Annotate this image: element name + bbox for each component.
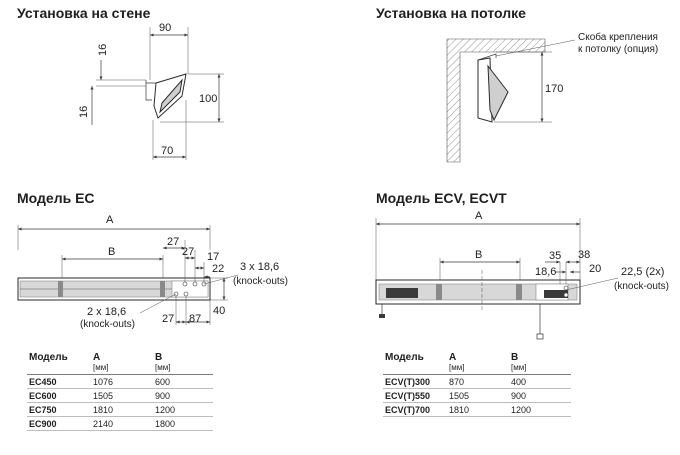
ec-dim-17: 17: [207, 251, 219, 263]
ecv-header-a: A [мм]: [447, 352, 509, 375]
ec-dim-40: 40: [213, 305, 225, 317]
ecv-dim-38: 38: [578, 249, 590, 261]
ec-knockouts-2-sub: (knock-outs): [80, 319, 135, 330]
ec-row-model: EC450: [27, 374, 91, 389]
ec-dim-27b: 27: [182, 246, 194, 258]
ecv-header-a-unit: [мм]: [449, 363, 465, 372]
ec-table-header: Модель A [мм] B [мм]: [27, 352, 213, 375]
ecv-dim-a: A: [475, 210, 483, 222]
ceiling-dim-170: 170: [545, 83, 563, 95]
table-row: EC450 1076 600: [27, 374, 213, 389]
ecv-row-model: ECV(T)550: [383, 388, 447, 403]
wall-dim-90: 90: [159, 22, 171, 34]
ecv-header-b-label: B: [511, 352, 519, 363]
ecv-knockouts-sub: (knock-outs): [614, 281, 669, 292]
ec-row-model: EC900: [27, 416, 91, 431]
wall-dim-70: 70: [161, 145, 173, 157]
ecv-dim-35: 35: [549, 250, 561, 262]
ceiling-install-title: Установка на потолке: [376, 5, 526, 21]
ec-dim-27c: 27: [162, 313, 174, 325]
table-row: EC750 1810 1200: [27, 402, 213, 417]
ec-dim-27a: 27: [167, 236, 179, 248]
ec-dim-22: 22: [212, 263, 224, 275]
ec-header-a-unit: [мм]: [93, 363, 109, 372]
ecv-header-a-label: A: [449, 352, 457, 363]
wall-dim-100: 100: [199, 93, 217, 105]
ecv-header-b-unit: [мм]: [511, 363, 527, 372]
ecv-row-a: 1505: [447, 388, 509, 403]
ec-row-model: EC600: [27, 388, 91, 403]
ec-header-a: A [мм]: [91, 352, 153, 375]
ecv-table-header: Модель A [мм] B [мм]: [383, 352, 571, 375]
ceiling-bracket-label-2: к потолку (опция): [578, 44, 658, 55]
wall-dim-16-bottom: 16: [78, 106, 90, 118]
ec-row-b: 900: [153, 388, 213, 403]
ecv-row-model: ECV(T)700: [383, 402, 447, 417]
ecv-row-b: 1200: [509, 402, 571, 417]
ec-header-a-label: A: [93, 352, 101, 363]
ec-dim-b: B: [108, 246, 115, 258]
ecv-row-b: 900: [509, 388, 571, 403]
ec-model-title: Модель EC: [17, 190, 95, 206]
table-row: EC600 1505 900: [27, 388, 213, 403]
ecv-header-model: Модель: [383, 352, 447, 375]
table-row: ECV(T)550 1505 900: [383, 388, 571, 403]
ec-row-a: 1076: [91, 374, 153, 389]
ec-dim-87: 87: [189, 313, 201, 325]
ecv-dim-20: 20: [589, 263, 601, 275]
ec-row-b: 600: [153, 374, 213, 389]
table-row: ECV(T)300 870 400: [383, 374, 571, 389]
ecv-model-title: Модель ECV, ECVT: [376, 190, 507, 206]
ec-header-b-label: B: [155, 352, 163, 363]
ec-row-b: 1200: [153, 402, 213, 417]
ecv-dim-b: B: [475, 249, 482, 261]
ec-dim-a: A: [106, 214, 114, 226]
wall-dim-16-top: 16: [97, 44, 109, 56]
ecv-dim-18-6: 18,6: [535, 266, 556, 278]
table-row: EC900 2140 1800: [27, 416, 213, 431]
ecv-knockouts-label: 22,5 (2x): [621, 266, 664, 278]
ceiling-bracket-label-1: Скоба крепления: [578, 31, 658, 43]
ceiling-install-drawing: [446, 38, 576, 163]
ecv-row-a: 1810: [447, 402, 509, 417]
ec-spec-table: Модель A [мм] B [мм] EC450 1076 600 EC60…: [27, 352, 213, 431]
ec-knockouts-2-label: 2 x 18,6: [87, 306, 126, 318]
ecv-model-drawing: [375, 218, 619, 340]
ec-row-a: 1810: [91, 402, 153, 417]
ec-knockouts-3-sub: (knock-outs): [233, 276, 288, 287]
wall-install-drawing: [90, 27, 224, 160]
wall-install-title: Установка на стене: [17, 5, 151, 21]
ec-model-drawing: [17, 225, 239, 325]
ec-row-b: 1800: [153, 416, 213, 431]
table-row: ECV(T)700 1810 1200: [383, 402, 571, 417]
ec-header-model: Модель: [27, 352, 91, 375]
ec-knockouts-3-label: 3 x 18,6: [240, 261, 279, 273]
ecv-header-b: B [мм]: [509, 352, 571, 375]
ec-row-model: EC750: [27, 402, 91, 417]
ecv-row-b: 400: [509, 374, 571, 389]
ecv-spec-table: Модель A [мм] B [мм] ECV(T)300 870 400 E…: [383, 352, 571, 417]
ec-row-a: 2140: [91, 416, 153, 431]
ec-header-b: B [мм]: [153, 352, 213, 375]
ec-row-a: 1505: [91, 388, 153, 403]
ecv-row-a: 870: [447, 374, 509, 389]
ecv-row-model: ECV(T)300: [383, 374, 447, 389]
ec-header-b-unit: [мм]: [155, 363, 171, 372]
